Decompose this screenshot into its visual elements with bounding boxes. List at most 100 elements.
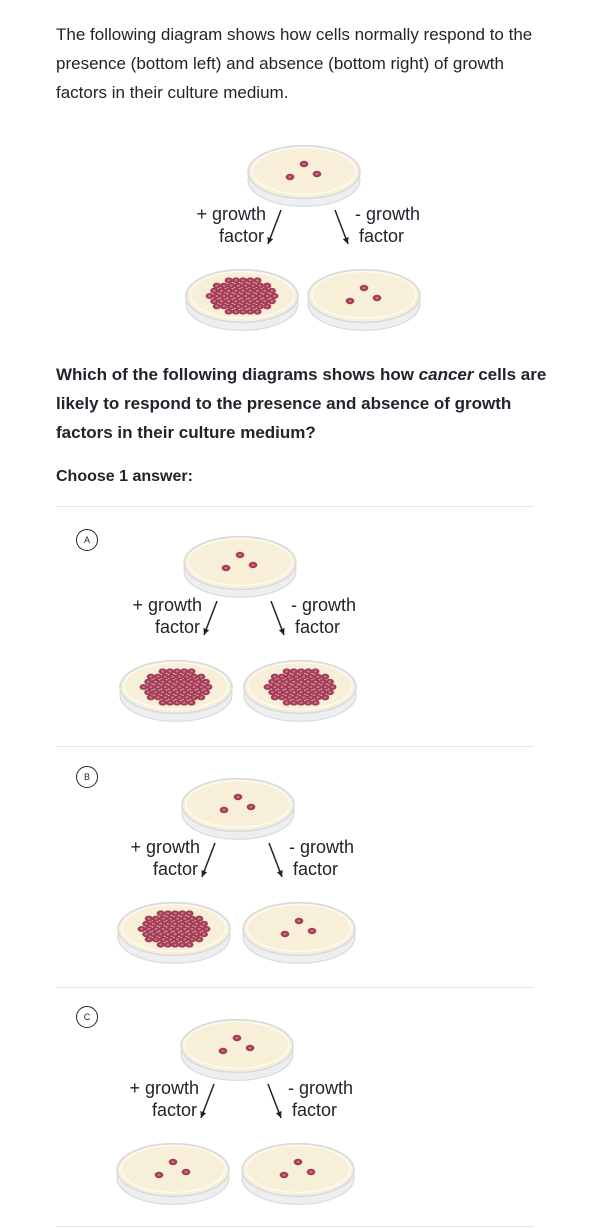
choice-b-radio[interactable]: B: [76, 766, 98, 788]
cell: [233, 793, 243, 801]
cell: [270, 694, 279, 701]
cell: [294, 917, 304, 925]
cell: [158, 699, 167, 706]
cell: [158, 689, 167, 696]
cell: [151, 915, 161, 922]
cell: [246, 308, 255, 315]
cell: [163, 941, 172, 948]
cell: [168, 684, 177, 690]
cell: [219, 303, 229, 310]
arrow-to-right-icon: [334, 209, 349, 245]
cell: [318, 678, 327, 685]
cell: [306, 1168, 316, 1176]
cell: [313, 684, 323, 690]
cell: [182, 694, 191, 701]
cell: [144, 936, 153, 943]
cell: [146, 673, 155, 680]
cell: [153, 694, 163, 701]
cell: [241, 282, 250, 289]
cell: [212, 293, 221, 299]
cell: [212, 282, 221, 289]
choice-a-radio[interactable]: A: [76, 529, 98, 551]
cell: [268, 678, 277, 685]
cell: [173, 678, 182, 685]
cell: [197, 684, 206, 690]
cell: [219, 293, 229, 299]
cell: [187, 926, 197, 932]
cell: [231, 287, 240, 294]
cell: [180, 699, 189, 706]
cell: [151, 678, 160, 685]
cell: [280, 930, 290, 938]
top-petri-dish: [183, 535, 297, 598]
cell: [253, 277, 262, 284]
cell: [297, 699, 306, 706]
plus-factor-label: factor: [155, 617, 200, 637]
cell: [239, 308, 248, 315]
cell: [263, 684, 272, 690]
cell: [255, 293, 265, 299]
cell: [201, 678, 210, 685]
cell: [175, 673, 184, 680]
cell: [178, 910, 187, 917]
cell: [192, 931, 201, 938]
cell: [210, 298, 219, 305]
cell: [137, 926, 146, 932]
cell: [224, 298, 233, 305]
cell: [246, 277, 255, 284]
cell: [313, 694, 323, 701]
question-text: Which of the following diagrams shows ho…: [56, 360, 556, 447]
cell: [263, 293, 272, 299]
cell: [299, 673, 308, 680]
cell: [178, 920, 187, 927]
cell: [231, 308, 240, 315]
right-petri-dish: [242, 901, 356, 964]
cell: [159, 915, 168, 922]
cell: [224, 277, 233, 284]
cell: [185, 931, 194, 938]
minus-growth-label: - growth: [355, 204, 420, 224]
cell: [139, 684, 148, 690]
cell: [277, 684, 287, 690]
question-part1: Which of the following diagrams shows ho…: [56, 365, 419, 384]
cell: [232, 1034, 242, 1042]
cell: [171, 941, 180, 948]
minus-growth-label: - growth: [291, 595, 356, 615]
cell: [285, 694, 294, 701]
cell: [180, 668, 189, 675]
cell: [325, 689, 334, 696]
left-petri-dish: [185, 268, 299, 331]
arrow-to-right-icon: [267, 1083, 282, 1119]
cell: [260, 287, 269, 294]
plus-growth-label: + growth: [132, 595, 202, 615]
cell: [144, 926, 153, 932]
cell: [178, 941, 187, 948]
cell: [163, 910, 172, 917]
cell: [248, 303, 257, 310]
cell: [231, 277, 240, 284]
cell: [299, 684, 308, 690]
cell: [263, 303, 272, 310]
arrow-to-left-icon: [267, 209, 282, 245]
cell: [165, 678, 174, 685]
cell: [304, 689, 313, 696]
minus-factor-label: factor: [295, 617, 340, 637]
cell: [227, 303, 236, 310]
cell: [185, 941, 194, 948]
plus-growth-label: + growth: [130, 837, 200, 857]
cell: [304, 699, 313, 706]
cell: [166, 915, 175, 922]
cell: [159, 936, 168, 943]
arrow-to-left-icon: [203, 600, 218, 636]
cell: [275, 689, 284, 696]
cell: [180, 915, 189, 922]
choice-c-radio[interactable]: C: [76, 1006, 98, 1028]
right-petri-dish: [241, 1142, 355, 1205]
cell: [372, 294, 382, 302]
cell: [173, 936, 182, 943]
cell: [293, 1158, 303, 1166]
